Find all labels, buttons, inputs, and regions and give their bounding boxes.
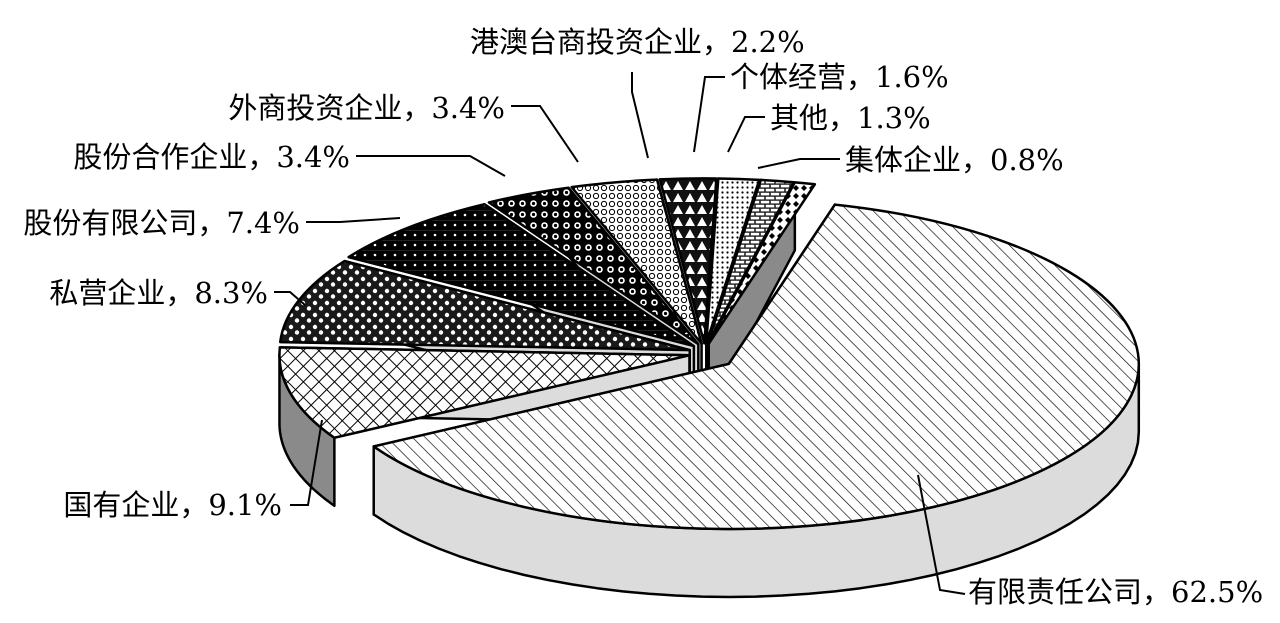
label--: 港澳台商投资企业，2.2%: [470, 25, 805, 59]
leader--: [511, 105, 579, 163]
label-leaders: [274, 72, 966, 595]
label--: 外商投资企业，3.4%: [228, 91, 505, 125]
leader--: [356, 155, 506, 177]
slice--: [487, 186, 700, 346]
leader--: [693, 76, 725, 153]
slice--: [372, 203, 1141, 531]
label--: 私营企业，8.3%: [49, 276, 268, 310]
leader--: [757, 158, 840, 169]
label--: 国有企业，9.1%: [63, 488, 282, 522]
leader--: [727, 116, 765, 153]
slice--: [570, 178, 703, 345]
pie-top-faces: [278, 177, 1141, 531]
slice--: [658, 177, 718, 345]
label--: 股份合作企业，3.4%: [73, 140, 350, 174]
label--: 集体企业，0.8%: [845, 143, 1064, 177]
slice-labels: 有限责任公司，62.5% 国有企业，9.1% 私营企业，8.3% 股份有限公司，7.4…: [23, 25, 1263, 609]
label--: 个体经营，1.6%: [730, 60, 949, 94]
label--: 股份有限公司，7.4%: [23, 206, 300, 240]
label--: 有限责任公司，62.5%: [968, 575, 1263, 609]
slice--: [705, 177, 761, 345]
label--: 其他，1.3%: [770, 101, 931, 135]
slice--: [347, 203, 696, 348]
leader--: [917, 474, 966, 595]
leader--: [306, 217, 401, 223]
slice--: [707, 181, 817, 345]
leader--: [274, 291, 306, 306]
slice--: [278, 346, 691, 440]
leader--: [290, 419, 323, 506]
leader--: [631, 72, 649, 159]
